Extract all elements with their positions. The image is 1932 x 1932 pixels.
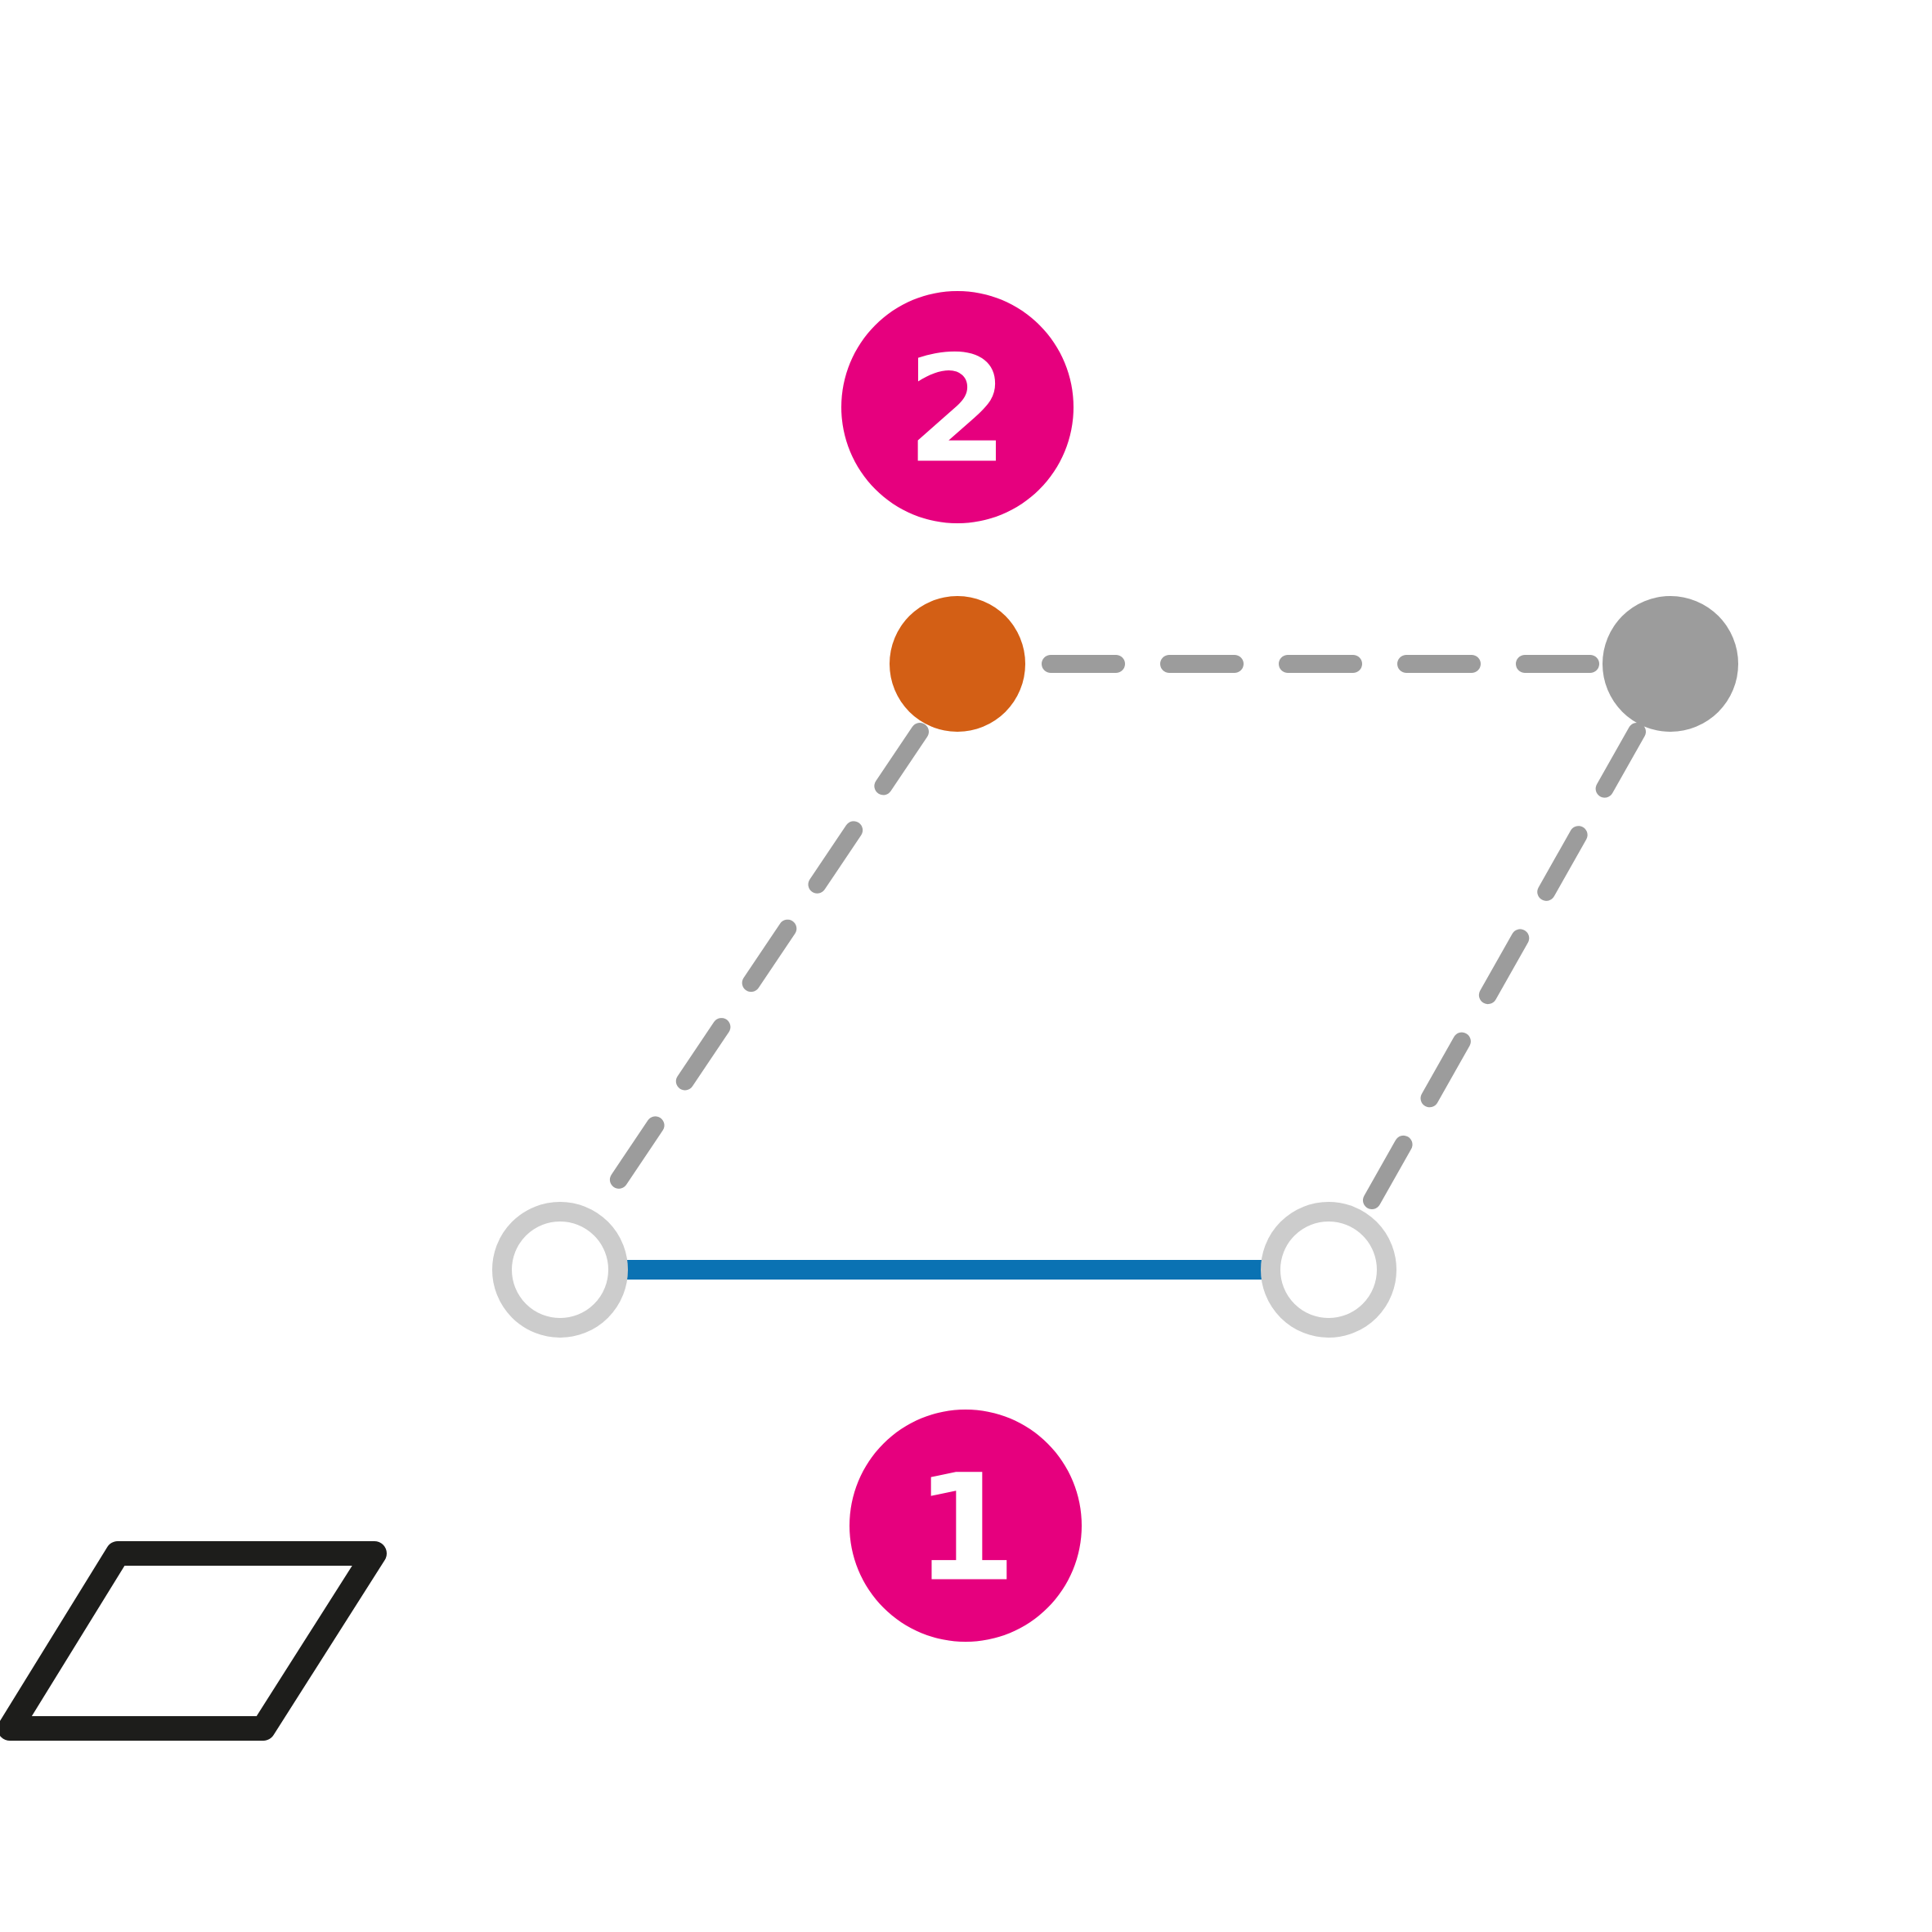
step-badge-2: 2 xyxy=(841,291,1074,523)
vertex-selected[interactable] xyxy=(890,596,1025,732)
preview-edges xyxy=(596,655,1646,1209)
vertex-bottom-right[interactable] xyxy=(1261,1202,1396,1338)
step-badge-1-circle xyxy=(849,1410,1082,1642)
step-badge-2-circle xyxy=(841,291,1074,523)
step-badge-2-label: 2 xyxy=(906,325,1008,496)
preview-edge-right xyxy=(1363,723,1646,1209)
preview-edge-left xyxy=(596,723,929,1209)
step-badge-1-label: 1 xyxy=(914,1444,1016,1615)
step-badge-1: 1 xyxy=(849,1410,1082,1642)
vertex-bottom-left[interactable] xyxy=(492,1202,628,1338)
vertex-preview xyxy=(1603,596,1738,732)
parallelogram-icon[interactable] xyxy=(0,1541,387,1741)
